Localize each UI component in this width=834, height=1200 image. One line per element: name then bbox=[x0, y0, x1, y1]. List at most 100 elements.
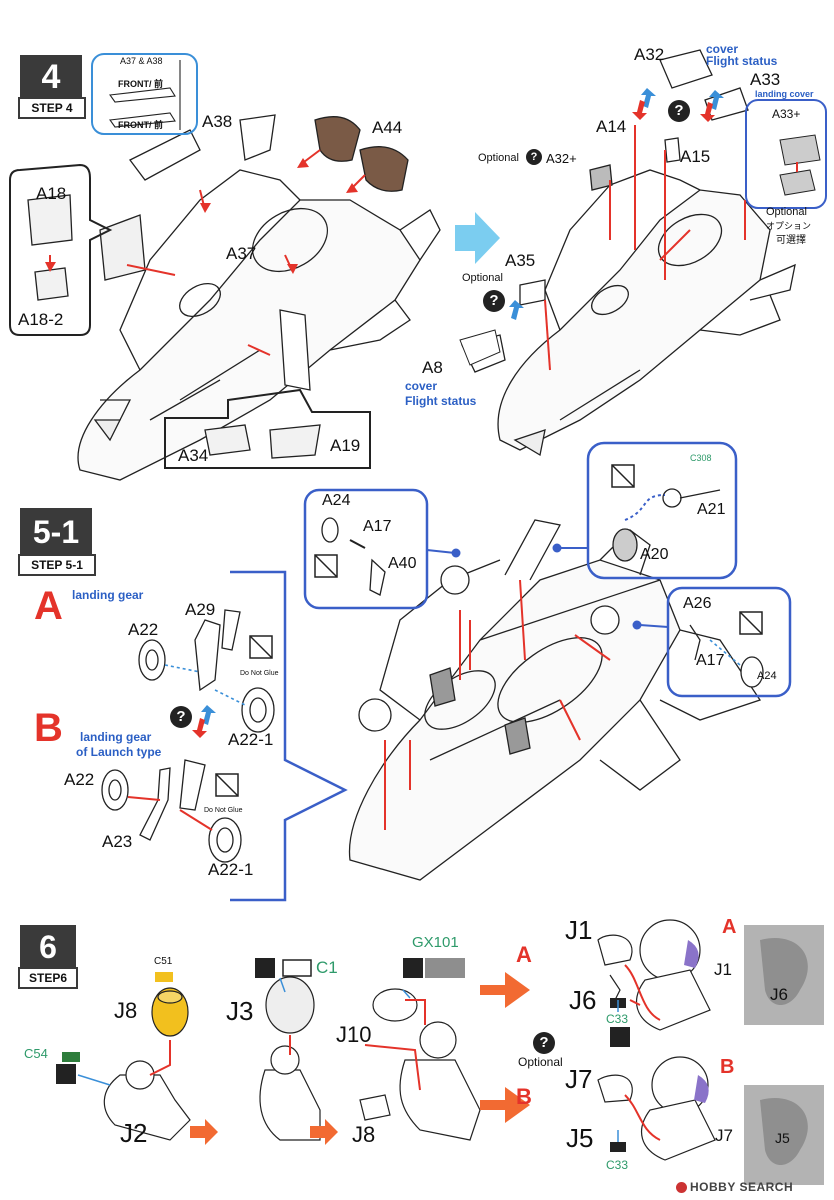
paint-c33-b: C33 bbox=[606, 1158, 629, 1172]
a33-plus-label: A33+ bbox=[772, 107, 801, 121]
part-a22-a: A22 bbox=[128, 620, 159, 639]
hobby-search-logo-icon bbox=[676, 1182, 687, 1193]
gear-variant-b-desc-1: landing gear bbox=[80, 730, 152, 744]
a8-cover-label: cover bbox=[405, 379, 438, 393]
inset-front-label-2: FRONT/ 前 bbox=[118, 79, 163, 89]
part-a8: A8 bbox=[422, 358, 443, 377]
part-j2: J2 bbox=[120, 1118, 148, 1148]
optional-a35-label: Optional bbox=[462, 272, 503, 284]
part-a20: A20 bbox=[640, 546, 669, 563]
step6-number: 6 bbox=[20, 925, 76, 969]
step4-transition-arrow bbox=[455, 212, 500, 264]
photo-a-j1: J1 bbox=[714, 960, 732, 979]
part-j3: J3 bbox=[226, 996, 254, 1026]
optional-step6-label: Optional bbox=[518, 1055, 563, 1069]
part-a18: A18 bbox=[36, 184, 67, 203]
swap-arrows-a15 bbox=[700, 90, 724, 122]
paint-c51: C51 bbox=[154, 956, 173, 967]
swatch-c54 bbox=[62, 1052, 80, 1062]
part-a22-1-b: A22-1 bbox=[208, 860, 254, 879]
photo-a-j6: J6 bbox=[770, 985, 788, 1004]
photo-b-j7: J7 bbox=[715, 1126, 733, 1145]
do-not-glue-a: Do Not Glue bbox=[240, 670, 279, 677]
part-j1: J1 bbox=[565, 915, 593, 945]
front-inset-drawing bbox=[109, 60, 181, 130]
photo-a-letter: A bbox=[722, 916, 737, 938]
photo-b-j5: J5 bbox=[775, 1130, 790, 1146]
swatch-c51 bbox=[155, 972, 173, 982]
step6-figures bbox=[103, 919, 716, 1161]
callout-a18 bbox=[9, 163, 113, 336]
step6-label: STEP6 bbox=[18, 967, 78, 989]
optional-right-label: Optional bbox=[766, 206, 807, 218]
question-icon-step4: ? bbox=[668, 100, 690, 122]
part-a26: A26 bbox=[683, 595, 712, 612]
part-j8: J8 bbox=[114, 998, 138, 1023]
part-j10: J10 bbox=[336, 1022, 372, 1047]
part-j7: J7 bbox=[565, 1064, 593, 1094]
callout-a20-a21 bbox=[586, 441, 738, 580]
swap-arrows-a14 bbox=[632, 88, 656, 120]
step5-label: STEP 5-1 bbox=[18, 554, 96, 576]
step5-aircraft bbox=[348, 519, 762, 881]
part-a24-b: A24 bbox=[757, 670, 777, 682]
route-a-letter: A bbox=[516, 942, 532, 967]
swatch-gx101 bbox=[425, 958, 465, 978]
part-a33: A33 bbox=[750, 70, 781, 89]
a33-landing-cover-label: landing cover bbox=[755, 89, 814, 99]
part-a18-2: A18-2 bbox=[18, 310, 64, 329]
part-j5: J5 bbox=[566, 1123, 594, 1153]
part-a24: A24 bbox=[322, 492, 351, 509]
callout-a24-a40 bbox=[303, 488, 429, 610]
photo-b-letter: B bbox=[720, 1056, 735, 1078]
part-a17: A17 bbox=[363, 518, 392, 535]
paint-c54: C54 bbox=[24, 1046, 48, 1061]
part-a34: A34 bbox=[178, 446, 209, 465]
swatch-c33-b bbox=[610, 1142, 626, 1152]
part-a17-b: A17 bbox=[696, 652, 725, 669]
paint-c33-a: C33 bbox=[606, 1012, 629, 1026]
landing-gear-bracket bbox=[230, 570, 348, 902]
paint-c1: C1 bbox=[316, 958, 338, 977]
inset-front-label-3: FRONT/ 前 bbox=[118, 120, 163, 130]
part-a29: A29 bbox=[185, 600, 216, 619]
part-a44: A44 bbox=[372, 118, 403, 137]
optional-jp-1: オプション bbox=[766, 221, 812, 231]
gear-a-drawing bbox=[138, 609, 275, 733]
step4-right-red-lines bbox=[544, 125, 746, 371]
swap-arrows-a35 bbox=[509, 300, 524, 320]
a32-cover-label: cover bbox=[706, 42, 739, 56]
step4-label: STEP 4 bbox=[18, 97, 86, 119]
question-icon-step5: ? bbox=[170, 706, 192, 728]
gear-variant-b-desc-2: of Launch type bbox=[76, 745, 162, 759]
a32-flight-status-label: Flight status bbox=[706, 54, 778, 68]
part-a23: A23 bbox=[102, 832, 133, 851]
part-j8-b: J8 bbox=[352, 1122, 376, 1147]
part-a14: A14 bbox=[596, 117, 627, 136]
front-inset-box bbox=[91, 53, 198, 135]
callout-a26-a24 bbox=[666, 586, 792, 698]
optional-jp-2: 可選擇 bbox=[776, 235, 806, 246]
hobby-search-watermark: HOBBY SEARCH bbox=[690, 1180, 794, 1194]
step4-number: 4 bbox=[20, 55, 82, 99]
swatch-c1 bbox=[282, 959, 312, 977]
paint-c308: C308 bbox=[690, 453, 712, 463]
gear-variant-a-desc: landing gear bbox=[72, 588, 144, 602]
route-b-letter: B bbox=[516, 1084, 532, 1109]
step5-number: 5-1 bbox=[20, 508, 92, 556]
a32-plus-label: A32+ bbox=[546, 151, 577, 166]
step4-aircraft-left bbox=[27, 114, 441, 481]
part-a40: A40 bbox=[388, 555, 417, 572]
part-a37: A37 bbox=[226, 244, 257, 263]
gear-variant-a-letter: A bbox=[34, 584, 63, 628]
question-icon-a32: ? bbox=[526, 149, 542, 165]
part-a22-1-a: A22-1 bbox=[228, 730, 274, 749]
question-icon-step6: ? bbox=[533, 1032, 555, 1054]
part-a38: A38 bbox=[202, 112, 233, 131]
step6-transition-arrows bbox=[190, 972, 530, 1145]
step4-aircraft-right bbox=[461, 49, 796, 457]
part-a32: A32 bbox=[634, 45, 665, 64]
step5-red-lines bbox=[384, 579, 611, 830]
do-not-glue-b: Do Not Glue bbox=[204, 807, 243, 814]
